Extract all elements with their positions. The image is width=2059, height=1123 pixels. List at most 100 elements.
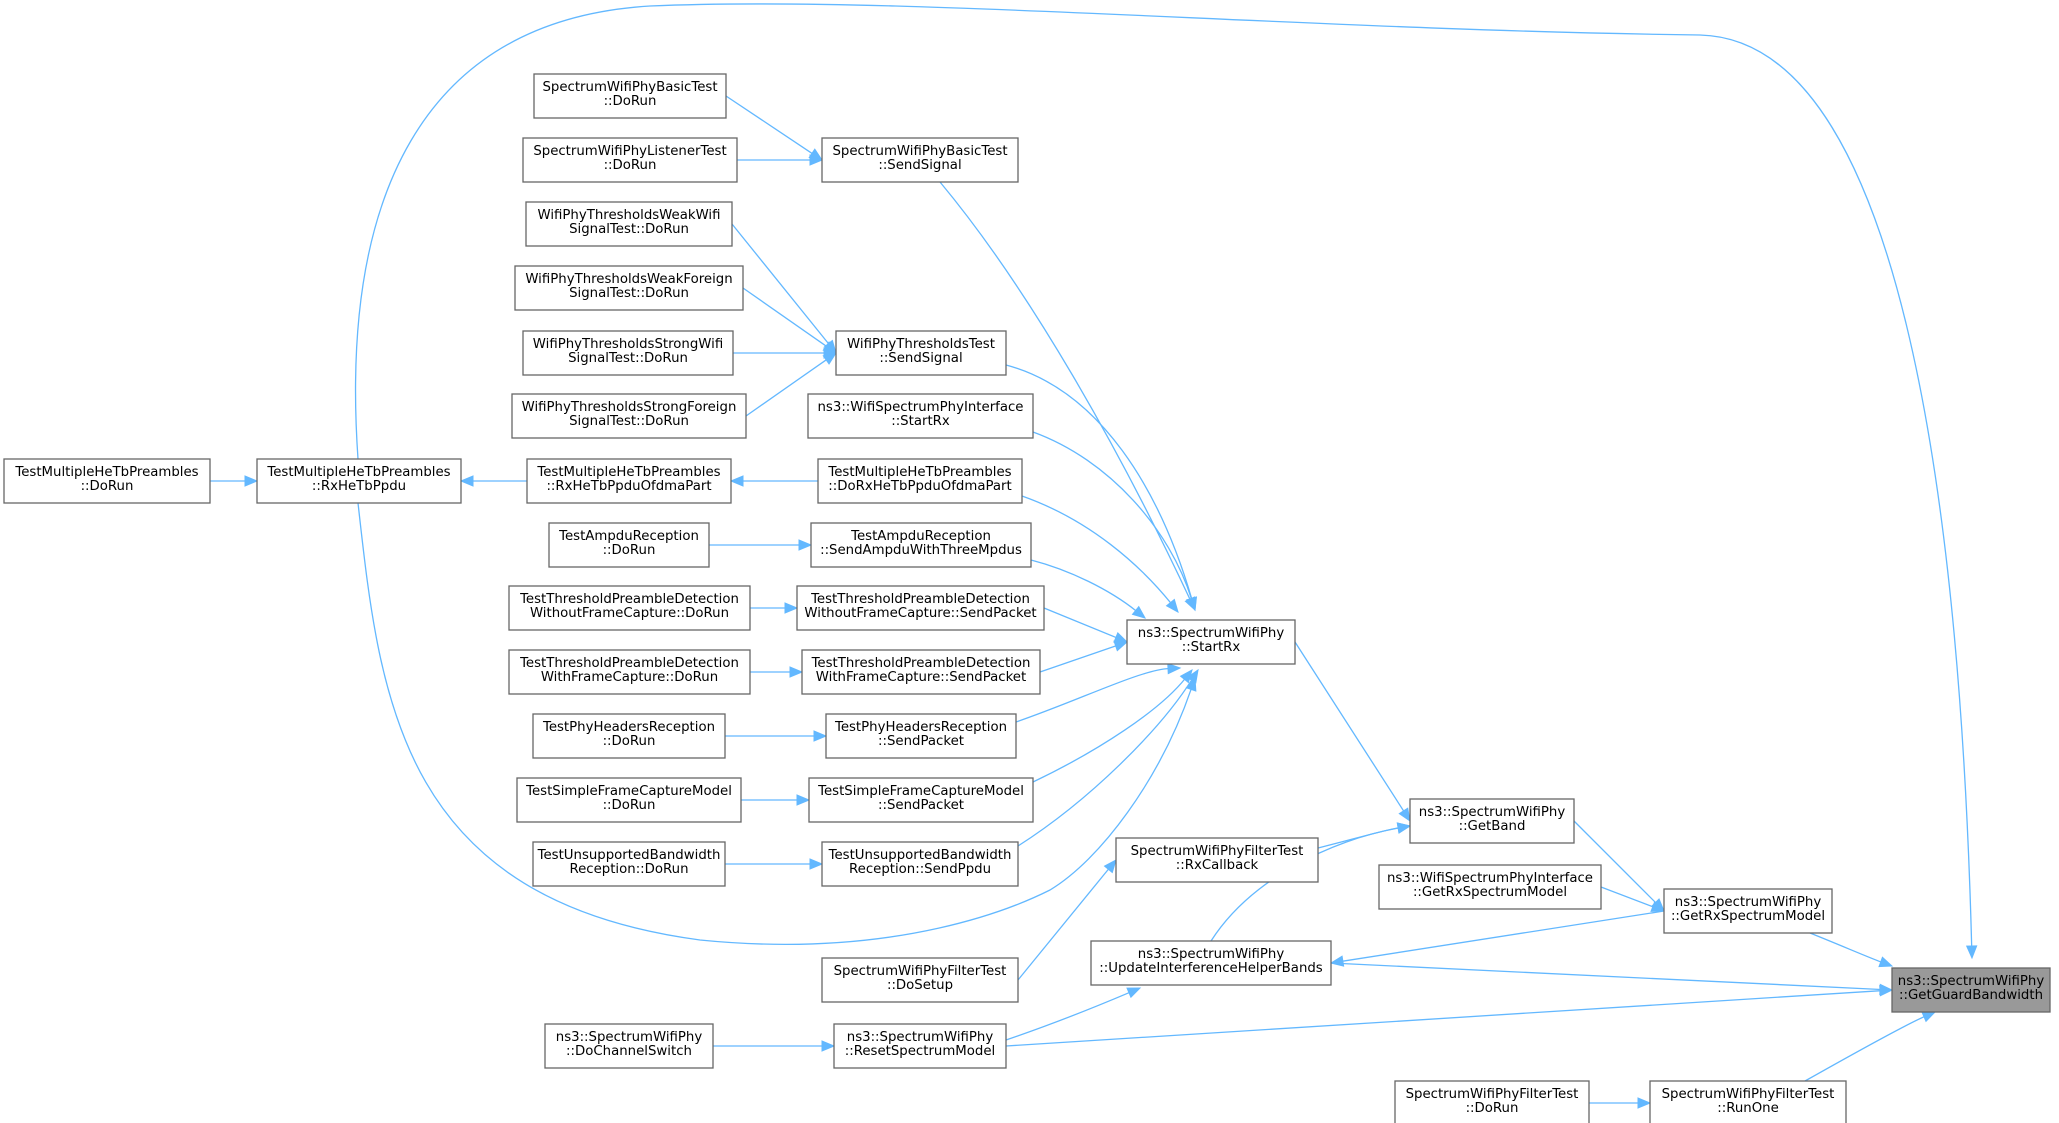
graph-node[interactable]: SpectrumWifiPhyFilterTest::RunOne — [1649, 1080, 1847, 1123]
graph-node[interactable]: TestThresholdPreambleDetectionWithoutFra… — [508, 585, 751, 631]
graph-node[interactable]: SpectrumWifiPhyFilterTest::RxCallback — [1115, 837, 1319, 883]
edge-n18-to-n8 — [1030, 559, 1147, 619]
graph-node[interactable]: SpectrumWifiPhyFilterTest::DoSetup — [821, 957, 1019, 1003]
nodes-layer: ns3::SpectrumWifiPhy::GetGuardBandwidthn… — [3, 73, 2051, 1123]
node-label-line-2: ::GetGuardBandwidth — [1899, 988, 2043, 1003]
node-box — [522, 137, 738, 183]
arrowhead-icon — [459, 475, 474, 487]
graph-node[interactable]: ns3::WifiSpectrumPhyInterface::GetRxSpec… — [1378, 864, 1602, 910]
node-label-line-2: ::SendPacket — [878, 734, 964, 749]
node-label-line-2: Reception::SendPpdu — [849, 862, 991, 877]
node-box — [1663, 888, 1833, 934]
graph-node[interactable]: SpectrumWifiPhyBasicTest::SendSignal — [821, 137, 1019, 183]
node-label-line-1: ns3::SpectrumWifiPhy — [1898, 974, 2045, 989]
node-label-line-2: ::SendAmpduWithThreeMpdus — [820, 543, 1022, 558]
graph-node[interactable]: SpectrumWifiPhyListenerTest::DoRun — [522, 137, 738, 183]
edge-line — [1600, 886, 1654, 908]
node-label-line-2: ::RxHeTbPpduOfdmaPart — [546, 479, 711, 494]
node-label-line-1: WifiPhyThresholdsStrongForeign — [522, 400, 737, 415]
node-label-line-2: ::DoRun — [604, 94, 657, 109]
node-label-line-2: ::SendSignal — [878, 158, 961, 173]
node-label-line-2: SignalTest::DoRun — [568, 351, 688, 366]
arrowhead-icon — [1650, 901, 1666, 912]
edge-line — [731, 223, 830, 345]
graph-node[interactable]: TestAmpduReception::SendAmpduWithThreeMp… — [810, 522, 1032, 568]
graph-node[interactable]: TestMultipleHeTbPreambles::DoRun — [3, 458, 211, 504]
graph-node[interactable]: TestThresholdPreambleDetectionWithFrameC… — [801, 649, 1041, 695]
edge-n17-to-n8 — [1021, 495, 1179, 614]
graph-node[interactable]: ns3::WifiSpectrumPhyInterface::StartRx — [807, 393, 1034, 439]
edge-n11-to-n3 — [713, 1040, 836, 1052]
edge-n28-to-n15 — [733, 347, 838, 359]
node-label-line-1: TestMultipleHeTbPreambles — [14, 465, 198, 480]
graph-node[interactable]: ns3::SpectrumWifiPhy::GetRxSpectrumModel — [1663, 888, 1833, 934]
node-label-line-1: WifiPhyThresholdsWeakForeign — [525, 272, 732, 287]
edge-line — [1573, 820, 1657, 904]
graph-node[interactable]: WifiPhyThresholdsWeakWifiSignalTest::DoR… — [525, 201, 733, 247]
graph-node[interactable]: TestSimpleFrameCaptureModel::SendPacket — [808, 777, 1034, 823]
node-label-line-2: WithFrameCapture::SendPacket — [816, 670, 1026, 685]
edge-n26-to-n15 — [731, 223, 837, 355]
node-box — [525, 201, 733, 247]
graph-node[interactable]: TestUnsupportedBandwidthReception::SendP… — [821, 841, 1019, 887]
graph-node[interactable]: TestMultipleHeTbPreambles::RxHeTbPpdu — [256, 458, 462, 504]
node-label-line-2: ::StartRx — [1182, 640, 1241, 655]
graph-node[interactable]: ns3::SpectrumWifiPhy::DoChannelSwitch — [544, 1023, 714, 1069]
node-label-line-2: ::DoRun — [604, 158, 657, 173]
graph-node[interactable]: WifiPhyThresholdsStrongForeignSignalTest… — [511, 393, 747, 439]
node-label-line-2: SignalTest::DoRun — [569, 222, 689, 237]
graph-node[interactable]: SpectrumWifiPhyFilterTest::DoRun — [1394, 1080, 1590, 1123]
node-label-line-2: ::GetRxSpectrumModel — [1413, 885, 1567, 900]
edge-line — [725, 95, 814, 155]
arrowhead-icon — [789, 666, 804, 678]
node-box — [801, 649, 1041, 695]
graph-node[interactable]: WifiPhyThresholdsWeakForeignSignalTest::… — [514, 265, 744, 311]
edge-n34-to-n21 — [725, 730, 828, 742]
graph-node[interactable]: SpectrumWifiPhyBasicTest::DoRun — [533, 73, 727, 119]
node-label-line-2: ::RxCallback — [1176, 858, 1259, 873]
node-box — [1378, 864, 1602, 910]
node-label-line-1: SpectrumWifiPhyBasicTest — [542, 80, 717, 95]
edge-line — [1039, 644, 1117, 673]
edge-n5-to-n8 — [357, 502, 1197, 945]
graph-node[interactable]: TestThresholdPreambleDetectionWithoutFra… — [796, 585, 1045, 631]
graph-node[interactable]: ns3::SpectrumWifiPhy::ResetSpectrumModel — [833, 1023, 1007, 1069]
arrowhead-icon — [809, 154, 824, 166]
edge-line — [1030, 559, 1137, 612]
node-label-line-1: TestPhyHeadersReception — [542, 720, 715, 735]
graph-node[interactable]: ns3::SpectrumWifiPhy::UpdateInterference… — [1090, 940, 1332, 986]
node-box — [1115, 837, 1319, 883]
node-label-line-2: ::DoRun — [603, 734, 656, 749]
graph-node[interactable]: TestAmpduReception::DoRun — [548, 522, 710, 568]
node-box — [810, 522, 1032, 568]
graph-node[interactable]: TestMultipleHeTbPreambles::RxHeTbPpduOfd… — [526, 458, 732, 504]
arrowhead-icon — [821, 1040, 836, 1052]
node-box — [511, 393, 747, 439]
edge-n33-to-n20 — [750, 666, 804, 678]
arrowhead-icon — [729, 475, 744, 487]
edge-n25-to-n14 — [737, 154, 824, 166]
node-label-line-2: ::DoChannelSwitch — [566, 1044, 692, 1059]
graph-node[interactable]: WifiPhyThresholdsStrongWifiSignalTest::D… — [522, 330, 734, 376]
edge-n3-to-n2 — [1005, 987, 1142, 1041]
graph-node[interactable]: TestPhyHeadersReception::DoRun — [532, 713, 726, 759]
node-label-line-2: ::SendPacket — [878, 798, 964, 813]
graph-node[interactable]: ns3::SpectrumWifiPhy::GetBand — [1409, 798, 1575, 844]
edge-n4-to-n0 — [1804, 1011, 1937, 1082]
graph-node[interactable]: ns3::SpectrumWifiPhy::StartRx — [1126, 619, 1296, 665]
graph-node[interactable]: TestThresholdPreambleDetectionWithFrameC… — [508, 649, 751, 695]
node-box — [544, 1023, 714, 1069]
node-label-line-1: SpectrumWifiPhyFilterTest — [1662, 1087, 1835, 1102]
graph-node[interactable]: TestMultipleHeTbPreambles::DoRxHeTbPpduO… — [817, 458, 1023, 504]
edge-n32-to-n19 — [750, 602, 799, 614]
node-label-line-1: WifiPhyThresholdsStrongWifi — [533, 337, 723, 352]
node-label-line-1: TestPhyHeadersReception — [834, 720, 1007, 735]
node-label-line-2: ::ResetSpectrumModel — [845, 1044, 995, 1059]
node-box — [807, 393, 1034, 439]
focus-node[interactable]: ns3::SpectrumWifiPhy::GetGuardBandwidth — [1891, 967, 2051, 1013]
graph-node[interactable]: TestPhyHeadersReception::SendPacket — [825, 713, 1017, 759]
graph-node[interactable]: TestSimpleFrameCaptureModel::DoRun — [516, 777, 742, 823]
graph-node[interactable]: WifiPhyThresholdsTest::SendSignal — [835, 330, 1007, 376]
arrowhead-icon — [1131, 605, 1147, 619]
